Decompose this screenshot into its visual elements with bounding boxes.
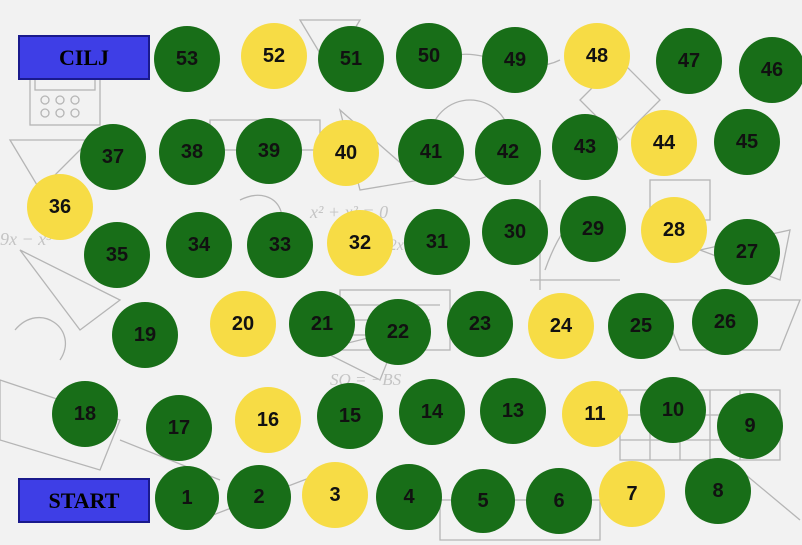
board-space-20[interactable]: 20 [210, 291, 276, 357]
board-space-13[interactable]: 13 [480, 378, 546, 444]
board-space-3[interactable]: 3 [302, 462, 368, 528]
board-space-26[interactable]: 26 [692, 289, 758, 355]
board-space-31[interactable]: 31 [404, 209, 470, 275]
board-space-28[interactable]: 28 [641, 197, 707, 263]
board-space-22[interactable]: 22 [365, 299, 431, 365]
board-space-45[interactable]: 45 [714, 109, 780, 175]
board-space-52[interactable]: 52 [241, 23, 307, 89]
board-space-8[interactable]: 8 [685, 458, 751, 524]
board-space-18[interactable]: 18 [52, 381, 118, 447]
board-space-32[interactable]: 32 [327, 210, 393, 276]
board-space-49[interactable]: 49 [482, 27, 548, 93]
board-space-6[interactable]: 6 [526, 468, 592, 534]
board-space-2[interactable]: 2 [227, 465, 291, 529]
board-space-51[interactable]: 51 [318, 26, 384, 92]
board-space-46[interactable]: 46 [739, 37, 802, 103]
finish-label: CILJ [18, 35, 150, 80]
board-space-29[interactable]: 29 [560, 196, 626, 262]
board-space-44[interactable]: 44 [631, 110, 697, 176]
board-space-25[interactable]: 25 [608, 293, 674, 359]
board-space-50[interactable]: 50 [396, 23, 462, 89]
board-space-47[interactable]: 47 [656, 28, 722, 94]
board-space-39[interactable]: 39 [236, 118, 302, 184]
board-space-43[interactable]: 43 [552, 114, 618, 180]
board-space-34[interactable]: 34 [166, 212, 232, 278]
board-space-35[interactable]: 35 [84, 222, 150, 288]
board-space-48[interactable]: 48 [564, 23, 630, 89]
board-space-40[interactable]: 40 [313, 120, 379, 186]
board-space-23[interactable]: 23 [447, 291, 513, 357]
board-space-7[interactable]: 7 [599, 461, 665, 527]
board-space-10[interactable]: 10 [640, 377, 706, 443]
board-space-9[interactable]: 9 [717, 393, 783, 459]
board-space-5[interactable]: 5 [451, 469, 515, 533]
board-space-21[interactable]: 21 [289, 291, 355, 357]
board-space-1[interactable]: 1 [155, 466, 219, 530]
board-space-15[interactable]: 15 [317, 383, 383, 449]
board-space-16[interactable]: 16 [235, 387, 301, 453]
board-space-11[interactable]: 11 [562, 381, 628, 447]
board-space-42[interactable]: 42 [475, 119, 541, 185]
board-space-41[interactable]: 41 [398, 119, 464, 185]
board-space-53[interactable]: 53 [154, 26, 220, 92]
board-space-27[interactable]: 27 [714, 219, 780, 285]
board-space-17[interactable]: 17 [146, 395, 212, 461]
board-space-30[interactable]: 30 [482, 199, 548, 265]
start-label: START [18, 478, 150, 523]
board-space-38[interactable]: 38 [159, 119, 225, 185]
board-space-37[interactable]: 37 [80, 124, 146, 190]
board-space-36[interactable]: 36 [27, 174, 93, 240]
board-space-14[interactable]: 14 [399, 379, 465, 445]
board-space-33[interactable]: 33 [247, 212, 313, 278]
board-space-19[interactable]: 19 [112, 302, 178, 368]
board-space-24[interactable]: 24 [528, 293, 594, 359]
board-space-4[interactable]: 4 [376, 464, 442, 530]
